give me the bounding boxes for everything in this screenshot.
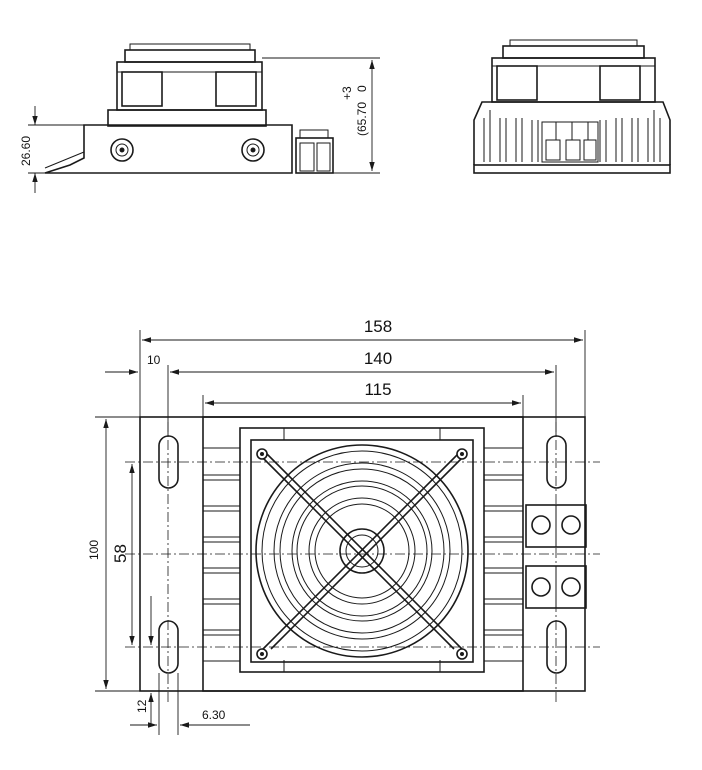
heatsink-width-label: 115 bbox=[364, 380, 391, 399]
side-mount-hole-right bbox=[241, 138, 265, 162]
heatsink-fins bbox=[203, 447, 523, 662]
top-view: 158 140 10 115 100 58 12 6.30 bbox=[87, 317, 600, 735]
front-base bbox=[473, 164, 671, 174]
tolerance-lower: 0 bbox=[355, 85, 369, 92]
side-fan-body bbox=[116, 61, 263, 111]
hole-spacing-height-label: 58 bbox=[111, 544, 130, 563]
side-view: 26.60 (65.70 +3 0 bbox=[19, 43, 380, 193]
fan-grill bbox=[255, 444, 469, 658]
centre-lines bbox=[125, 422, 600, 705]
fan-screws bbox=[256, 448, 468, 660]
fan-guard-wires bbox=[262, 449, 463, 650]
tolerance-upper: +3 bbox=[340, 86, 354, 100]
overall-height-label: 100 bbox=[87, 540, 101, 560]
side-height-label: 26.60 bbox=[19, 136, 33, 166]
hole-spacing-width-label: 140 bbox=[364, 349, 392, 368]
fan-inner-frame bbox=[250, 439, 474, 663]
slot-width-label: 6.30 bbox=[202, 708, 226, 722]
front-view bbox=[473, 39, 671, 174]
side-housing bbox=[107, 109, 267, 127]
front-fan-body bbox=[491, 57, 656, 103]
front-fins bbox=[483, 110, 661, 163]
overall-width-label: 158 bbox=[364, 317, 392, 336]
mount-slot-top-left bbox=[158, 435, 179, 489]
mount-slot-bottom-left bbox=[158, 620, 179, 674]
fan-outer-frame bbox=[239, 427, 485, 673]
slot-offset-label: 12 bbox=[135, 699, 149, 713]
edge-offset-label: 10 bbox=[147, 353, 161, 367]
side-mount-hole-left bbox=[110, 138, 134, 162]
side-total-height-label: (65.70 bbox=[355, 102, 369, 136]
